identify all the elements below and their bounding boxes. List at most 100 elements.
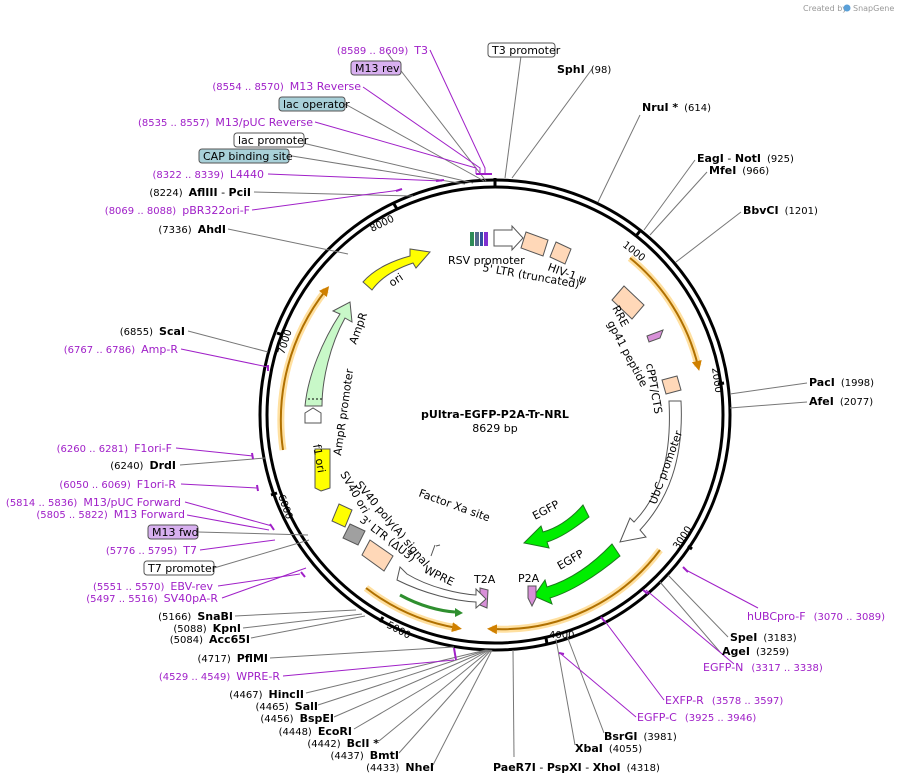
pline-f1ori-f xyxy=(175,447,254,457)
box-t3-promoter-text: T3 promoter xyxy=(491,44,561,57)
tick-mark-6000 xyxy=(270,491,278,497)
rsv-promoter-arrow xyxy=(493,224,524,252)
box-lac-operator xyxy=(278,96,346,112)
leader-scai xyxy=(187,330,269,353)
leader-bcli xyxy=(378,649,491,742)
gp41-peptide-arrow xyxy=(646,329,664,343)
pline-wpre-r xyxy=(282,659,455,677)
enzyme-snabi: (5166)SnaBI xyxy=(158,610,233,623)
enzyme-sphi: SphI(98) xyxy=(557,63,611,76)
enzyme-afei: AfeI(2077) xyxy=(809,395,873,408)
pline-m13-forward xyxy=(186,514,270,531)
primer-tick-egfp-n xyxy=(642,589,649,595)
enzyme-mfei: MfeI(966) xyxy=(709,164,769,177)
label-f1-ori: f1 ori xyxy=(310,443,328,474)
arc-left xyxy=(279,286,330,451)
enzyme-ahdi: (7336)AhdI xyxy=(158,223,226,236)
primer-tick-hubc xyxy=(682,566,689,573)
primer-tick-ebv xyxy=(300,571,306,578)
orange-arcs xyxy=(277,255,702,635)
ltr3-box xyxy=(361,539,394,572)
leader-t3-promoter xyxy=(504,55,522,179)
enzyme-xbai: XbaI(4055) xyxy=(575,742,642,755)
pline-exfp-r xyxy=(603,619,665,701)
leader-m13fwd xyxy=(197,531,309,536)
credit-prefix: Created by xyxy=(803,4,847,13)
tick-mark-1000 xyxy=(634,230,642,237)
primer-amp-r: (6767 .. 6786)Amp-R xyxy=(64,343,179,356)
wpre-green-arrowhead xyxy=(455,608,463,617)
label-cppt: cPPT/CTS xyxy=(643,362,665,415)
primer-t3: (8589 .. 8609)T3 xyxy=(337,44,428,57)
leader-drdi xyxy=(179,457,266,466)
arc-right-upper xyxy=(629,257,702,371)
leader-afei xyxy=(729,401,808,409)
primer-m13-forward: (5805 .. 5822)M13 Forward xyxy=(36,508,185,521)
leader-eagi xyxy=(643,159,696,231)
enzyme-paer7i-pspxi-xhoi: PaeR7I - PspXI - XhoI(4318) xyxy=(493,761,660,774)
enzyme-agei: AgeI(3259) xyxy=(722,645,789,658)
tick-mark-2000 xyxy=(717,381,725,386)
leader-bbvci xyxy=(675,211,742,263)
pline-egfp-n xyxy=(645,589,735,665)
pline-ampr xyxy=(180,348,269,368)
label-ubc-promoter: UbC promoter xyxy=(647,429,686,506)
pline-m13puc-reverse xyxy=(314,121,477,174)
feature-segment-green xyxy=(470,232,474,246)
leader-t7-promoter xyxy=(213,539,310,569)
leader-pflmi xyxy=(269,646,455,659)
leader-bsrgi xyxy=(566,635,605,734)
leader-ahdi xyxy=(227,228,349,255)
primer-ebv-rev: (5551 .. 5570)EBV-rev xyxy=(93,580,213,593)
pline-f1ori-r xyxy=(180,483,258,489)
enzyme-nrui: NruI *(614) xyxy=(642,101,711,114)
label-t2a: T2A xyxy=(473,573,496,586)
leader-lac-promoter xyxy=(293,140,474,184)
primer-ticks xyxy=(251,173,689,661)
pline-hubcpro-f xyxy=(685,569,759,609)
tick-mark-8000 xyxy=(392,203,399,210)
label-egfp-1: EGFP xyxy=(530,498,562,523)
box-m13fwd xyxy=(147,524,199,540)
enzyme-sali: (4465)SalI xyxy=(256,700,318,713)
enzyme-spei: SpeI(3183) xyxy=(730,631,797,644)
tick-mark-5000 xyxy=(378,616,385,623)
sv40-polya-box xyxy=(331,503,353,528)
pline-m13-reverse xyxy=(362,86,481,174)
snapgene-logo-icon xyxy=(843,4,851,12)
enzyme-hincii: (4467)HincII xyxy=(229,688,304,701)
enzyme-bcli: (4442)BclI * xyxy=(307,737,379,750)
primer-l4440: (8322 .. 8339)L4440 xyxy=(152,168,264,181)
leader-sphi xyxy=(511,68,593,179)
primer-tick-f1ori-r xyxy=(256,484,259,492)
feature-segment-slate xyxy=(475,232,479,246)
egfp-arrow-2 xyxy=(533,543,621,605)
primer-t7: (5776 .. 5795)T7 xyxy=(106,544,197,557)
pline-pbr322ori xyxy=(251,189,401,211)
enzyme-pflmi: (4717)PflMI xyxy=(197,652,268,665)
label-p2a: P2A xyxy=(518,572,540,585)
tick-label-5000: 5000 xyxy=(385,620,413,642)
primer-hubcpro-f: hUBCpro-F(3070 .. 3089) xyxy=(747,610,885,623)
primer-exfp-r: EXFP-R(3578 .. 3597) xyxy=(665,694,783,707)
box-lac-promoter xyxy=(233,132,305,148)
box-t7-promoter-text: T7 promoter xyxy=(147,562,217,575)
label-factor-xa: Factor Xa site xyxy=(417,487,492,525)
enzyme-nhei: (4433)NheI xyxy=(366,761,434,774)
label-rsv-promoter: RSV promoter xyxy=(448,254,525,267)
primer-pbr322ori-f: (8069 .. 8088)pBR322ori-F xyxy=(105,204,250,217)
label-ampr-promoter: AmpR promoter xyxy=(331,368,356,457)
tick-label-4000: 4000 xyxy=(549,630,574,641)
leader-m13rev xyxy=(387,53,487,182)
primer-egfp-n: EGFP-N(3317 .. 3338) xyxy=(703,661,823,674)
primer-wpre-r: (4529 .. 4549)WPRE-R xyxy=(159,670,280,683)
primer-tick-l4440 xyxy=(435,179,445,182)
pline-egfp-c xyxy=(560,653,637,718)
leader-xhoi xyxy=(512,649,515,758)
primer-tick-m13-fwd xyxy=(269,523,275,531)
pline-ebv-rev xyxy=(217,573,301,587)
primer-lines xyxy=(175,49,759,718)
enzyme-bspei: (4456)BspEI xyxy=(260,712,334,725)
primer-f1ori-r: (6050 .. 6069)F1ori-R xyxy=(59,478,176,491)
